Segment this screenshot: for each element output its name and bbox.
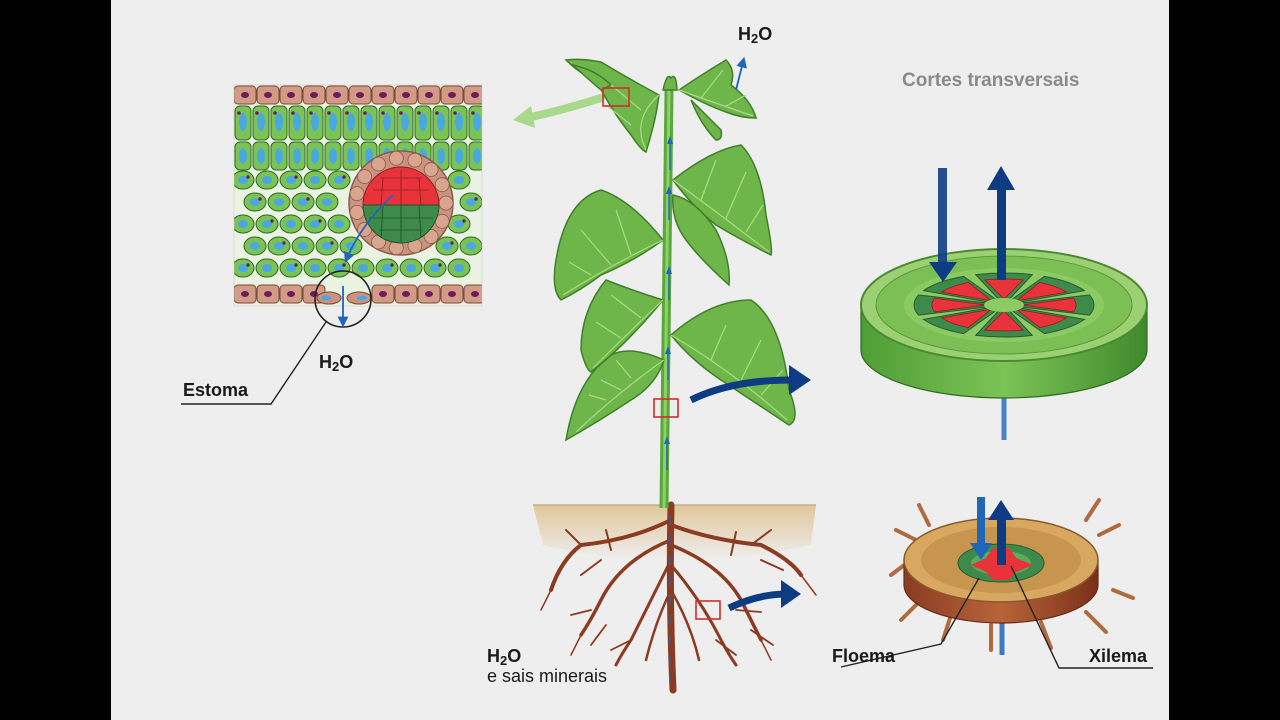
stem-cross-section [860, 166, 1148, 440]
cross-sections-title: Cortes transversais [902, 70, 1080, 91]
guard-cells [316, 291, 372, 305]
stem-highlight-box [653, 398, 679, 418]
xilema-label: Xilema [1089, 646, 1148, 666]
diagram-svg [181, 56, 1153, 694]
root-cross-section [840, 497, 1153, 669]
h2o-root-label: H2O [487, 646, 522, 669]
sais-minerais-label: e sais minerais [487, 666, 608, 686]
leaf-cross-section [234, 85, 482, 306]
estoma-leader [181, 321, 327, 405]
arrow-to-stem-section [689, 376, 792, 404]
diagram-canvas: Cortes transversais H2O H2O Estoma H2O e… [111, 0, 1169, 720]
h2o-top-label: H2O [738, 24, 773, 47]
root-highlight-box [695, 600, 721, 620]
leaf-vascular-bundle [348, 150, 454, 256]
soil [533, 505, 816, 560]
plant-leaves [553, 58, 796, 442]
estoma-label: Estoma [183, 380, 249, 400]
arrow-to-root-section [727, 590, 784, 612]
floema-label: Floema [832, 646, 896, 666]
leaf-highlight-box [602, 87, 630, 107]
h2o-leaf-label: H2O [319, 352, 354, 375]
root-system [540, 501, 817, 694]
zoom-arrow-leaf [522, 94, 605, 122]
